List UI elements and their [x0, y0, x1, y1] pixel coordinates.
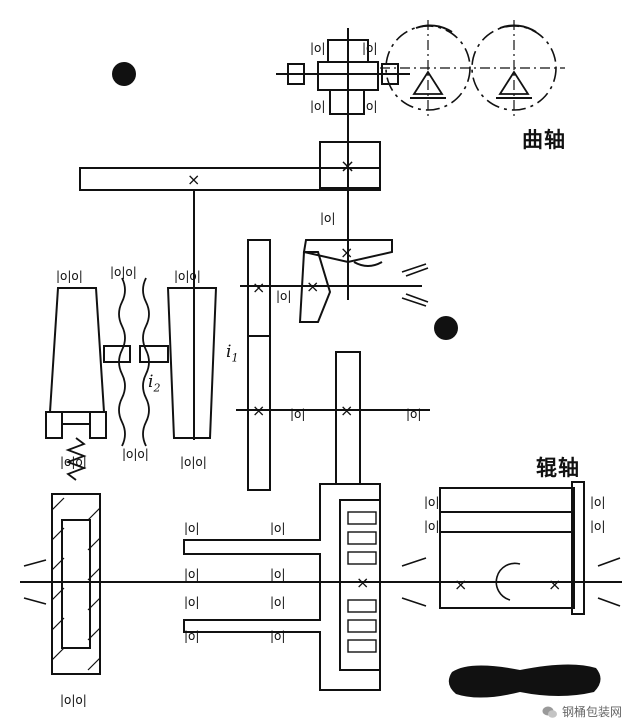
svg-text:|o|o|: |o|o|	[110, 265, 137, 279]
svg-text:×: ×	[454, 575, 467, 594]
svg-text:|o|o|: |o|o|	[56, 269, 83, 283]
svg-text:×: ×	[356, 573, 369, 592]
svg-text:|o|: |o|	[406, 407, 421, 421]
svg-text:|o|: |o|	[362, 99, 377, 113]
cone-pulleys: |o|o| |o|o| |o|o| |o|o| |o|o| |o|o|	[45, 265, 218, 481]
main-shaft: |o|o| × |o| |o| |o| |o| |o| |o| |o| |o|	[20, 483, 622, 707]
svg-text:|o|: |o|	[184, 567, 199, 581]
ratio-i2-label: i2	[148, 372, 161, 395]
svg-text:×: ×	[340, 243, 353, 262]
svg-text:|o|: |o|	[310, 99, 325, 113]
svg-text:|o|: |o|	[276, 289, 291, 303]
svg-text:×: ×	[252, 278, 265, 297]
roller-shaft-label: 辊轴	[536, 456, 580, 480]
svg-text:|o|o|: |o|o|	[122, 447, 149, 461]
svg-text:|o|: |o|	[590, 519, 605, 533]
svg-text:|o|: |o|	[270, 567, 285, 581]
watermark: 钢桶包装网	[542, 703, 622, 720]
svg-text:|o|: |o|	[270, 521, 285, 535]
svg-text:|o|: |o|	[184, 521, 199, 535]
svg-text:|o|: |o|	[362, 41, 377, 55]
svg-text:|o|: |o|	[310, 41, 325, 55]
ink-blot	[448, 664, 601, 698]
svg-text:|o|o|: |o|o|	[180, 455, 207, 469]
svg-text:|o|: |o|	[270, 629, 285, 643]
svg-text:×: ×	[187, 170, 200, 189]
svg-text:|o|o|: |o|o|	[174, 269, 201, 283]
ratio-i1-label: i1	[226, 342, 239, 365]
watermark-text: 钢桶包装网	[561, 705, 622, 719]
svg-text:|o|: |o|	[184, 629, 199, 643]
svg-text:×: ×	[340, 156, 355, 177]
bevel-gear: × × |o|	[240, 239, 429, 323]
svg-text:×: ×	[340, 401, 353, 420]
svg-text:|o|: |o|	[184, 595, 199, 609]
wechat-icon	[542, 706, 557, 718]
crankshaft-label: 曲轴	[522, 128, 566, 152]
svg-text:|o|o|: |o|o|	[60, 455, 87, 469]
svg-text:|o|o|: |o|o|	[60, 693, 87, 707]
svg-text:|o|: |o|	[320, 211, 335, 225]
svg-text:×: ×	[548, 575, 561, 594]
marker-dot	[112, 62, 136, 86]
crank-mechanism: |o| |o| |o| |o|	[276, 20, 565, 300]
crank-bar: × × |o|	[79, 141, 381, 225]
svg-text:|o|: |o|	[270, 595, 285, 609]
svg-text:|o|: |o|	[424, 519, 439, 533]
roller: × × |o| |o| |o| |o|	[401, 481, 621, 615]
svg-text:|o|: |o|	[424, 495, 439, 509]
svg-text:|o|: |o|	[590, 495, 605, 509]
marker-dot	[434, 316, 458, 340]
svg-text:|o|: |o|	[290, 407, 305, 421]
gear-train: × × |o| |o| ×	[236, 239, 430, 491]
